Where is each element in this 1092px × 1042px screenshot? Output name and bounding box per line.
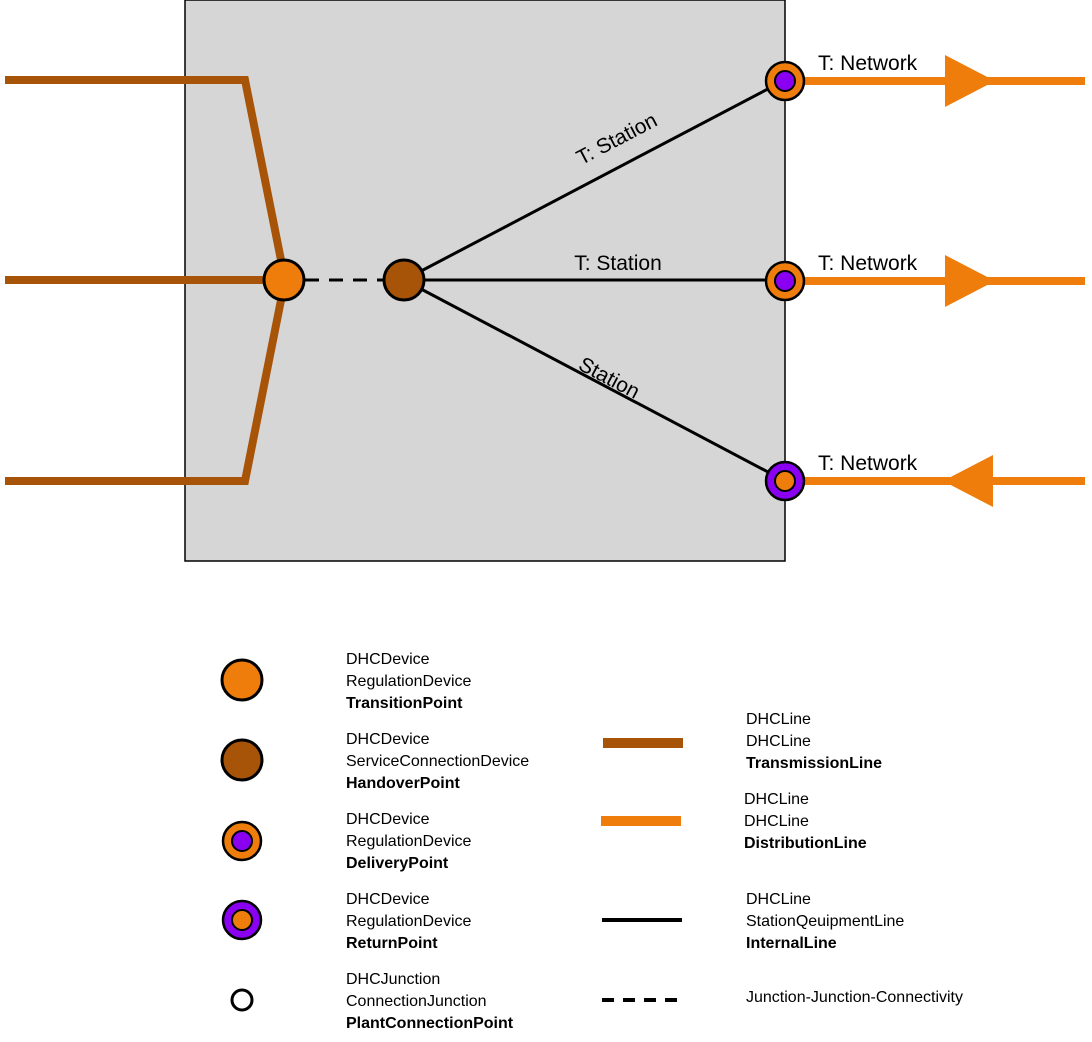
legend-delivery-point: DHCDevice RegulationDevice DeliveryPoint [221, 811, 472, 872]
delivery-point-icon [764, 60, 806, 102]
legend-text-line2: StationQeuipmentLine [746, 913, 904, 930]
legend-text-line2: ServiceConnectionDevice [346, 753, 529, 770]
network-label-bottom: T: Network [818, 452, 918, 475]
legend-text-line1: DHCJunction [346, 971, 440, 988]
legend-junction-connectivity: Junction-Junction-Connectivity [602, 989, 963, 1006]
legend-text-line2: RegulationDevice [346, 913, 472, 930]
legend-text-line1: DHCDevice [346, 731, 430, 748]
arrow-left-icon [943, 455, 993, 507]
legend-text-line3: DistributionLine [744, 835, 867, 852]
legend-text-line1: DHCDevice [346, 891, 430, 908]
delivery-point-icon [221, 820, 263, 862]
legend-text-line1: DHCLine [746, 891, 811, 908]
legend-text-line3: HandoverPoint [346, 775, 460, 792]
legend-text-line2: DHCLine [746, 733, 811, 750]
legend-return-point: DHCDevice RegulationDevice ReturnPoint [221, 891, 472, 952]
transition-point-icon [220, 658, 264, 702]
handover-point-icon [382, 258, 426, 302]
legend-text-line3: DeliveryPoint [346, 855, 449, 872]
transmission-line-top [5, 76, 289, 281]
transition-point-icon [262, 258, 306, 302]
arrow-right-icon [945, 255, 995, 307]
arrow-right-icon [945, 55, 995, 107]
internal-line-lower [403, 278, 786, 483]
legend-text-line3: PlantConnectionPoint [346, 1015, 514, 1032]
legend-transition-point: DHCDevice RegulationDevice TransitionPoi… [220, 651, 472, 712]
legend-text-line2: DHCLine [744, 813, 809, 830]
transmission-line-bottom [5, 279, 289, 485]
legend-text-line1: DHCDevice [346, 651, 430, 668]
legend-distribution-line: DHCLine DHCLine DistributionLine [601, 791, 867, 852]
legend-text-line1: DHCLine [746, 711, 811, 728]
plant-connection-point-icon [230, 988, 254, 1012]
legend-handover-point: DHCDevice ServiceConnectionDevice Handov… [220, 731, 529, 792]
legend-internal-line: DHCLine StationQeuipmentLine InternalLin… [602, 891, 904, 952]
legend-text-line1: Junction-Junction-Connectivity [746, 989, 963, 1006]
handover-point-icon [220, 738, 264, 782]
delivery-point-icon [764, 260, 806, 302]
internal-line-upper [403, 78, 786, 282]
legend-text-line2: ConnectionJunction [346, 993, 487, 1010]
legend-text-line1: DHCDevice [346, 811, 430, 828]
return-point-icon [764, 460, 806, 502]
network-label-top: T: Network [818, 52, 918, 75]
legend-text-line3: TransmissionLine [746, 755, 882, 772]
legend-text-line3: TransitionPoint [346, 695, 463, 712]
legend-plant-connection-point: DHCJunction ConnectionJunction PlantConn… [230, 971, 514, 1032]
legend-text-line2: RegulationDevice [346, 833, 472, 850]
legend-text-line2: RegulationDevice [346, 673, 472, 690]
legend-text-line3: InternalLine [746, 935, 837, 952]
legend-text-line3: ReturnPoint [346, 935, 438, 952]
legend-transmission-line: DHCLine DHCLine TransmissionLine [603, 711, 882, 772]
return-point-icon [221, 899, 263, 941]
legend-text-line1: DHCLine [744, 791, 809, 808]
internal-label-middle: T: Station [574, 252, 662, 275]
network-label-middle: T: Network [818, 252, 918, 275]
